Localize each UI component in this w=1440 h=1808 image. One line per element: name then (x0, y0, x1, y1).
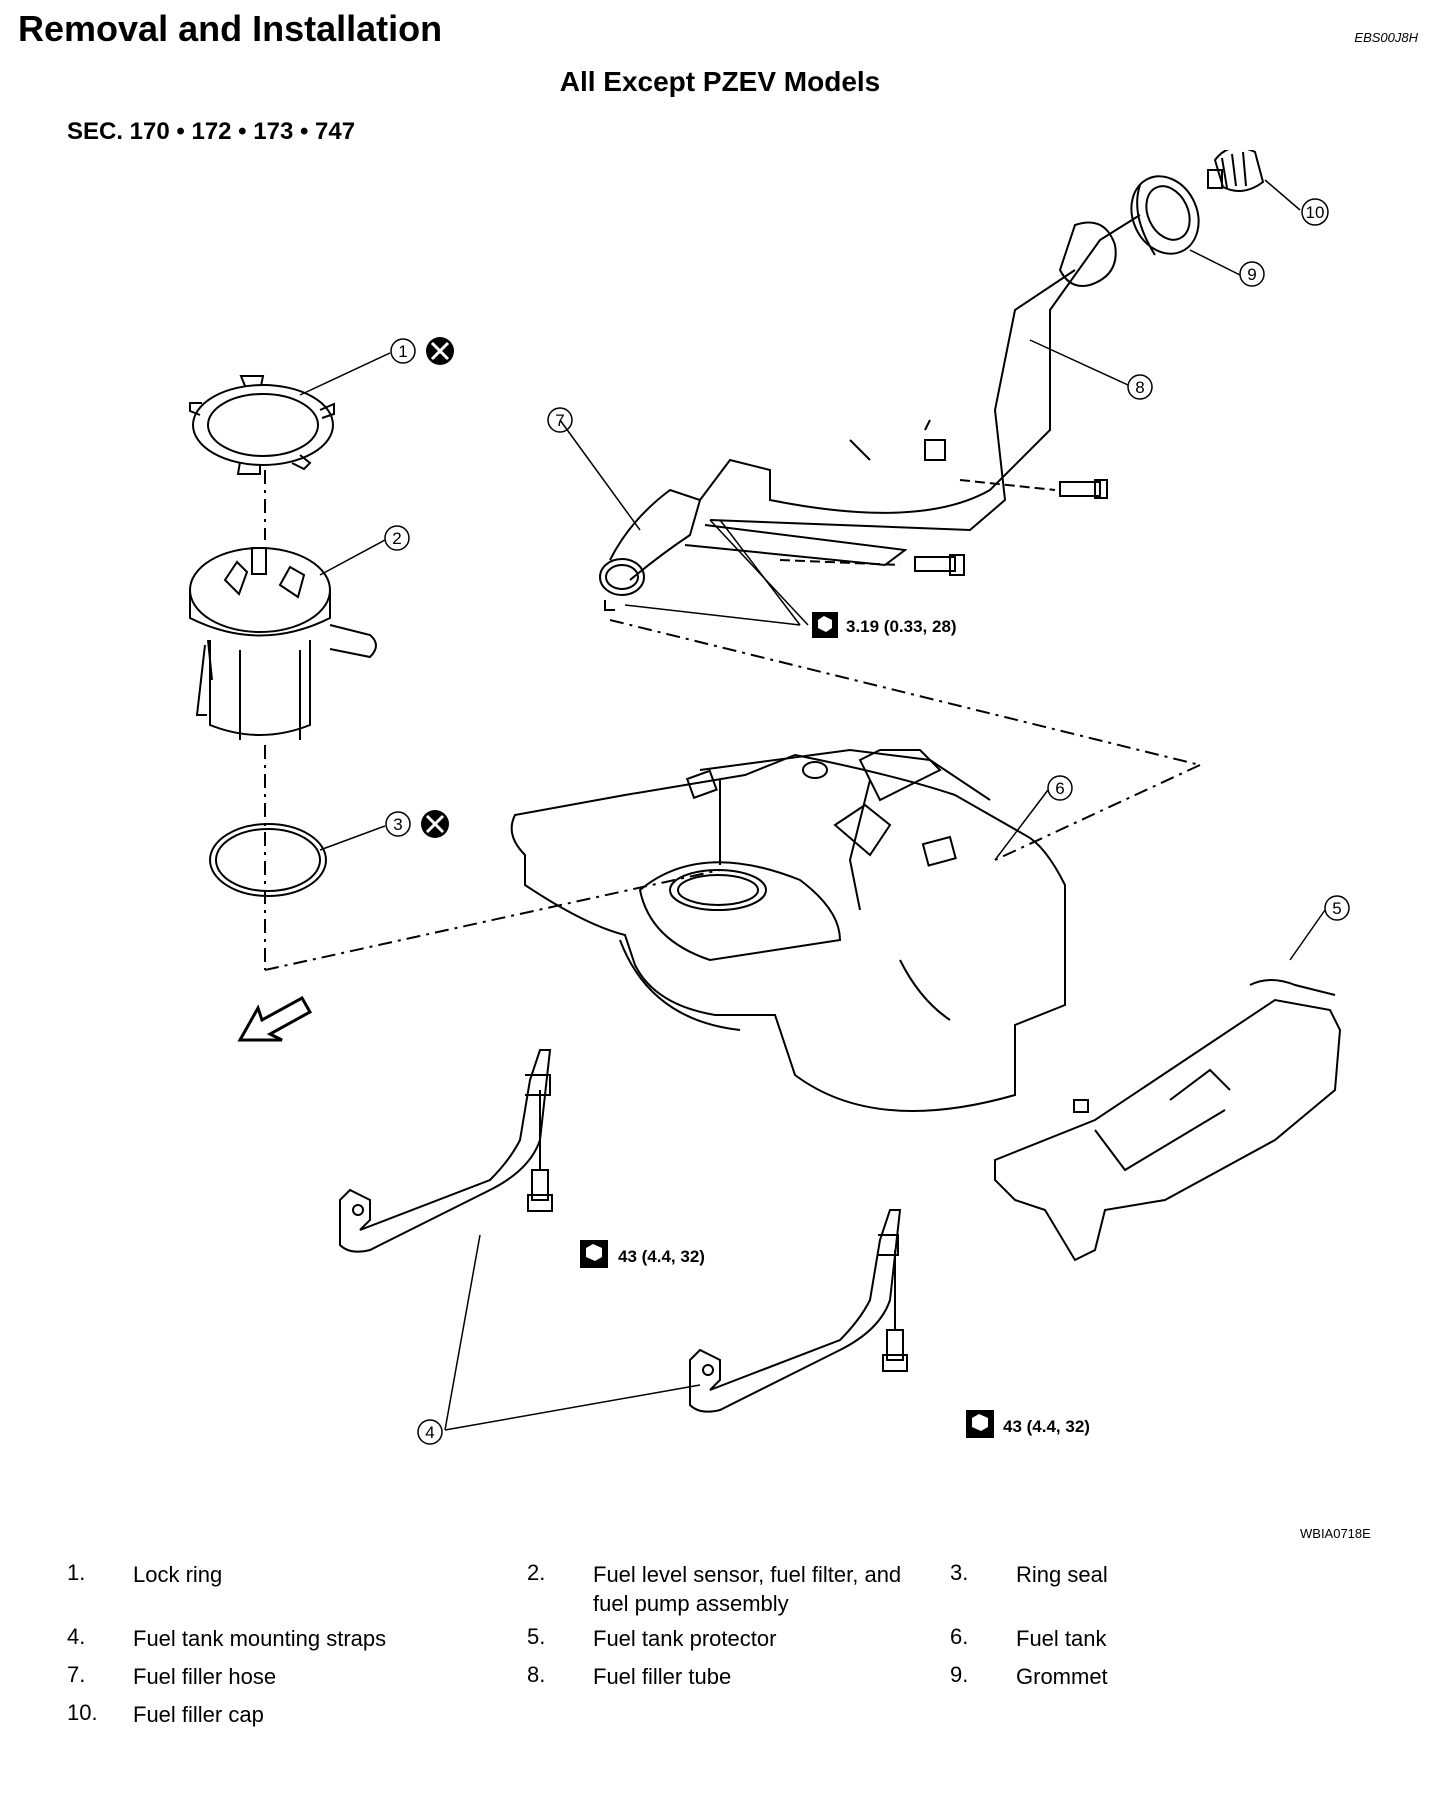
legend-number: 5. (527, 1624, 546, 1649)
svg-text:1: 1 (398, 342, 407, 361)
legend-text: Fuel tank (1016, 1626, 1107, 1651)
legend-item: 1. Lock ring (67, 1560, 473, 1589)
callout-9: 9 (1239, 261, 1265, 287)
torque-spec-filler-hose: 3.19 (0.33, 28) (812, 612, 957, 638)
callout-6: 6 (1047, 775, 1073, 801)
callout-7: 7 (547, 407, 573, 433)
ring-seal (209, 823, 327, 897)
fuel-tank (510, 748, 1066, 1112)
legend-text: Fuel level sensor, fuel filter, and fuel… (593, 1562, 902, 1616)
filler-tube-bolt-lower (779, 554, 965, 576)
svg-text:7: 7 (555, 411, 564, 430)
legend-text: Lock ring (133, 1562, 223, 1587)
legend-text: Fuel filler tube (593, 1664, 732, 1689)
legend-number: 2. (527, 1560, 546, 1585)
callout-10: 10 (1301, 198, 1329, 226)
legend-text: Fuel tank mounting straps (133, 1626, 387, 1651)
do-not-reuse-icon (426, 337, 454, 365)
do-not-reuse-icon (421, 810, 449, 838)
fuel-filler-cap (1207, 150, 1265, 192)
fuel-filler-hose (599, 488, 702, 611)
legend-item: 2. Fuel level sensor, fuel filter, and f… (527, 1560, 933, 1618)
legend-item: 8. Fuel filler tube (527, 1662, 933, 1691)
svg-text:3.19 (0.33, 28): 3.19 (0.33, 28) (846, 617, 957, 636)
svg-text:5: 5 (1332, 899, 1341, 918)
callout-5: 5 (1324, 895, 1350, 921)
svg-text:9: 9 (1247, 265, 1256, 284)
legend-number: 9. (950, 1662, 969, 1687)
legend-item: 6. Fuel tank (950, 1624, 1356, 1653)
legend-text: Ring seal (1016, 1562, 1108, 1587)
fuel-tank-protector (994, 979, 1342, 1262)
svg-text:43 (4.4, 32): 43 (4.4, 32) (1003, 1417, 1090, 1436)
leader-lines (299, 179, 1326, 1431)
strap-bolt-lower (882, 1250, 908, 1372)
page-title: Removal and Installation (18, 8, 443, 49)
legend-item: 7. Fuel filler hose (67, 1662, 473, 1691)
legend-text: Fuel filler hose (133, 1664, 277, 1689)
legend-number: 7. (67, 1662, 86, 1687)
section-references: SEC. 170 • 172 • 173 • 747 (67, 118, 356, 145)
legend-text: Grommet (1016, 1664, 1108, 1689)
legend-number: 3. (950, 1560, 969, 1585)
legend-number: 4. (67, 1624, 86, 1649)
svg-text:6: 6 (1055, 779, 1064, 798)
legend-number: 1. (67, 1560, 86, 1585)
torque-spec-strap-bolt-upper: 43 (4.4, 32) (580, 1240, 705, 1268)
document-code: EBS00J8H (1354, 30, 1418, 45)
mounting-strap-lower (689, 1209, 902, 1413)
grommet (1130, 175, 1200, 256)
fuel-pump-assembly (189, 547, 377, 740)
legend-text: Fuel tank protector (593, 1626, 777, 1651)
legend-item: 5. Fuel tank protector (527, 1624, 933, 1653)
callout-8: 8 (1127, 374, 1153, 400)
callout-2: 2 (384, 525, 410, 551)
lock-ring (189, 375, 335, 475)
diagram-subtitle: All Except PZEV Models (559, 66, 881, 97)
svg-text:43 (4.4, 32): 43 (4.4, 32) (618, 1247, 705, 1266)
svg-text:8: 8 (1135, 378, 1144, 397)
figure-code: WBIA0718E (1300, 1526, 1371, 1541)
legend-item: 10. Fuel filler cap (67, 1700, 473, 1729)
filler-tube-bolt-upper (959, 479, 1108, 499)
svg-text:4: 4 (425, 1423, 434, 1442)
legend-item: 9. Grommet (950, 1662, 1356, 1691)
exploded-view-diagram: 1 2 3 4 5 6 7 8 9 10 (189, 150, 1350, 1445)
svg-text:10: 10 (1306, 203, 1325, 222)
svg-text:2: 2 (392, 529, 401, 548)
legend-number: 10. (67, 1700, 98, 1725)
legend-item: 3. Ring seal (950, 1560, 1356, 1589)
svg-text:3: 3 (393, 815, 402, 834)
torque-spec-strap-bolt-lower: 43 (4.4, 32) (966, 1410, 1090, 1438)
legend-text: Fuel filler cap (133, 1702, 264, 1727)
callout-3: 3 (385, 811, 411, 837)
legend-number: 6. (950, 1624, 969, 1649)
mounting-strap-upper (339, 1049, 552, 1253)
fuel-filler-tube (684, 214, 1141, 567)
front-arrow-icon (237, 995, 313, 1042)
callout-1: 1 (390, 338, 416, 364)
legend-number: 8. (527, 1662, 546, 1687)
strap-bolt-upper (527, 1090, 553, 1212)
callout-4: 4 (417, 1419, 443, 1445)
legend-item: 4. Fuel tank mounting straps (67, 1624, 473, 1653)
